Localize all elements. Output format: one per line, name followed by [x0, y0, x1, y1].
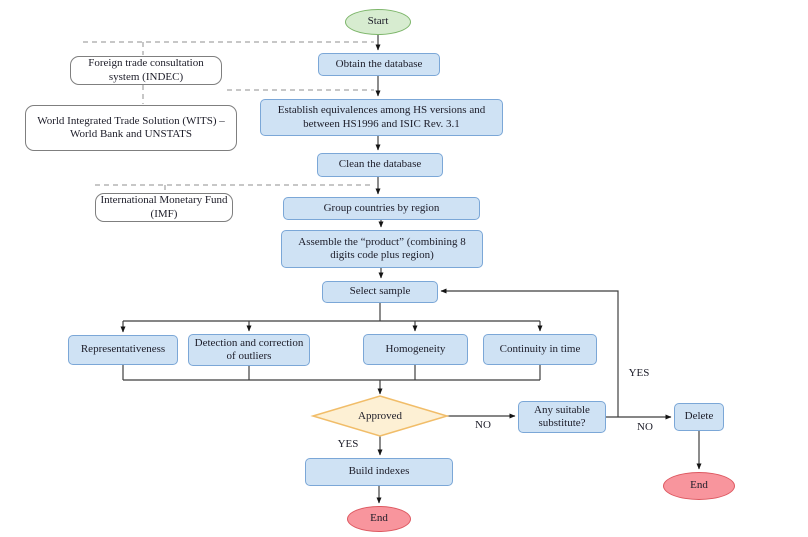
edge-label-approved-no: NO — [475, 419, 491, 431]
process-group-countries: Group countries by region — [283, 197, 480, 220]
end-node-right: End — [663, 472, 735, 500]
dashed-connectors — [83, 41, 374, 192]
source-imf: International Monetary Fund (IMF) — [95, 193, 233, 222]
edge-label-approved-yes: YES — [337, 438, 359, 450]
source-indec: Foreign trade consultation system (INDEC… — [70, 56, 222, 85]
process-select-sample: Select sample — [322, 281, 438, 303]
decision-approved: Approved — [358, 410, 402, 422]
start-node: Start — [345, 9, 411, 35]
process-obtain-database: Obtain the database — [318, 53, 440, 76]
solid-connectors — [120, 35, 702, 504]
approved-decision-shape — [310, 395, 450, 437]
process-continuity-in-time: Continuity in time — [483, 334, 597, 365]
process-assemble-product: Assemble the “product” (combining 8 digi… — [281, 230, 483, 268]
edge-label-substitute-no: NO — [637, 421, 653, 433]
process-clean-database: Clean the database — [317, 153, 443, 177]
edge-label-substitute-yes: YES — [628, 367, 650, 379]
end-node-main: End — [347, 506, 411, 532]
process-detection-outliers: Detection and correction of outliers — [188, 334, 310, 366]
edge-substitute-yes-select — [440, 288, 619, 417]
process-any-suitable-substitute: Any suitable substitute? — [518, 401, 606, 433]
source-wits: World Integrated Trade Solution (WITS) –… — [25, 105, 237, 151]
process-delete: Delete — [674, 403, 724, 431]
process-establish-equivalences: Establish equivalences among HS versions… — [260, 99, 503, 136]
process-build-indexes: Build indexes — [305, 458, 453, 486]
process-representativeness: Representativeness — [68, 335, 178, 365]
process-homogeneity: Homogeneity — [363, 334, 468, 365]
